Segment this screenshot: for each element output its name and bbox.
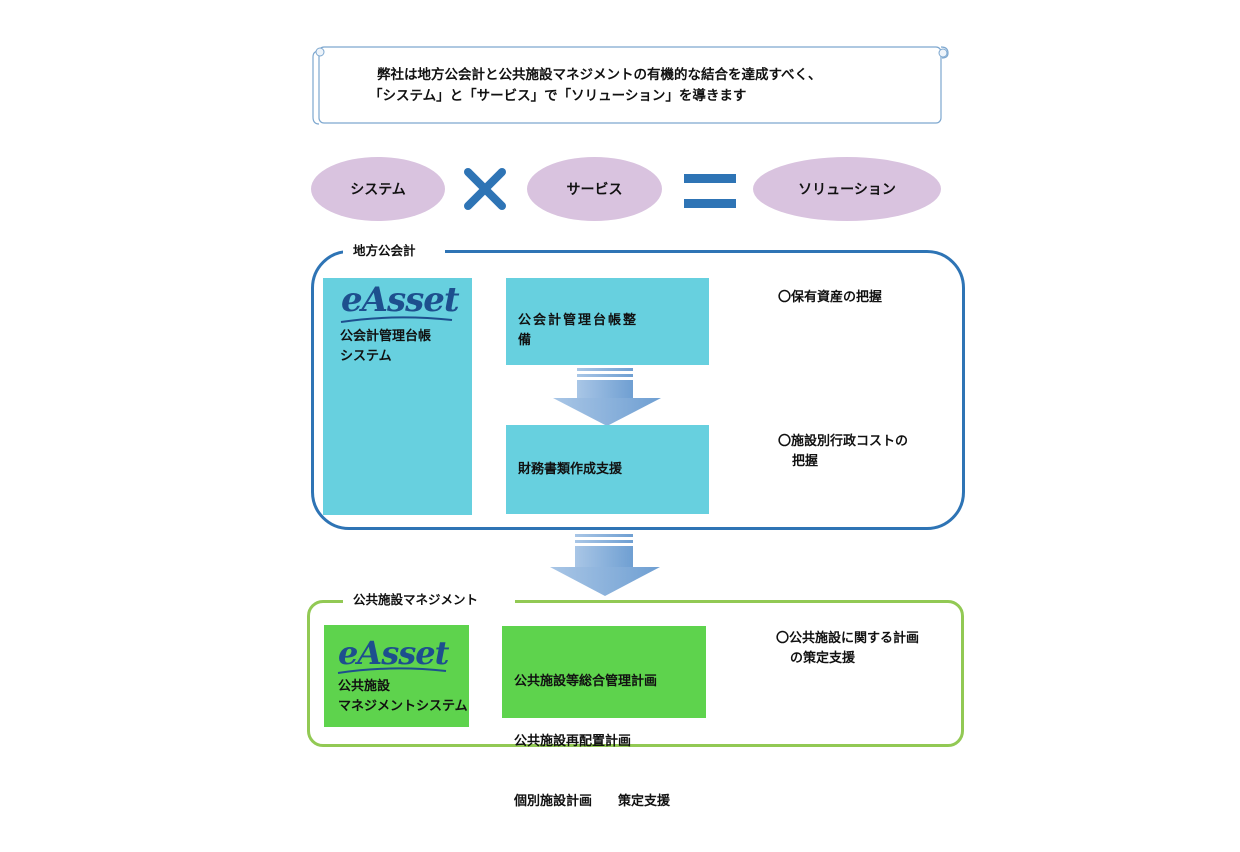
easset-facility-system-box: eAsset 公共施設 マネジメントシステム bbox=[324, 625, 469, 727]
banner-line-2: 「システム」と「サービス」で「ソリューション」を導きます bbox=[369, 88, 747, 104]
note-plan-support: 〇公共施設に関する計画 の策定支援 bbox=[776, 629, 919, 669]
facility-management-title: 公共施設マネジメント bbox=[343, 589, 515, 608]
multiply-icon bbox=[464, 168, 506, 210]
easset-accounting-system-box: eAsset 公会計管理台帳 システム bbox=[323, 278, 472, 515]
note-cost-grasp-line-2: 把握 bbox=[792, 454, 819, 469]
ledger-setup-box: 公会計管理台帳整 備 bbox=[506, 278, 709, 365]
facility-plan-1: 公共施設等総合管理計画 bbox=[514, 674, 658, 689]
oval-service: サービス bbox=[527, 157, 662, 221]
financial-statements-box: 財務書類作成支援 bbox=[506, 425, 709, 514]
note-cost-grasp: 〇施設別行政コストの 把握 bbox=[778, 432, 908, 472]
easset-logo: eAsset bbox=[338, 634, 449, 672]
ledger-setup-label-2: 備 bbox=[518, 333, 534, 348]
facility-plans-box: 公共施設等総合管理計画 公共施設再配置計画 個別施設計画 策定支援 bbox=[502, 626, 706, 809]
ledger-setup-label-1: 公会計管理台帳整 bbox=[518, 313, 639, 328]
accounting-system-label-2: システム bbox=[340, 349, 392, 364]
equals-icon bbox=[684, 174, 736, 208]
oval-system-label: システム bbox=[350, 182, 406, 198]
public-accounting-group bbox=[311, 250, 965, 530]
facility-plan-2: 公共施設再配置計画 bbox=[514, 734, 632, 749]
oval-service-label: サービス bbox=[566, 182, 623, 198]
note-cost-grasp-line-1: 〇施設別行政コストの bbox=[778, 434, 909, 449]
facility-system-label-2: マネジメントシステム bbox=[338, 699, 468, 714]
oval-solution-label: ソリューション bbox=[798, 182, 896, 198]
intro-banner: 弊社は地方公会計と公共施設マネジメントの有機的な結合を達成すべく、 「システム」… bbox=[311, 45, 950, 125]
oval-solution: ソリューション bbox=[753, 157, 941, 221]
note-asset-grasp: 〇保有資産の把握 bbox=[778, 290, 883, 305]
down-arrow-between-groups-icon bbox=[550, 534, 660, 596]
down-arrow-icon bbox=[553, 368, 661, 426]
facility-management-group bbox=[307, 600, 964, 747]
facility-plan-3: 個別施設計画 策定支援 bbox=[514, 794, 671, 809]
scroll-shape bbox=[312, 46, 949, 125]
logo-swoosh bbox=[340, 316, 453, 323]
banner-line-1: 弊社は地方公会計と公共施設マネジメントの有機的な結合を達成すべく、 bbox=[377, 67, 822, 83]
note-plan-support-line-2: の策定支援 bbox=[790, 651, 856, 666]
logo-swoosh bbox=[337, 667, 447, 674]
oval-system: システム bbox=[311, 157, 445, 221]
note-plan-support-line-1: 〇公共施設に関する計画 bbox=[776, 631, 920, 646]
public-accounting-title: 地方公会計 bbox=[343, 240, 445, 259]
facility-system-label-1: 公共施設 bbox=[338, 679, 391, 694]
easset-logo: eAsset bbox=[341, 280, 460, 320]
financial-statements-label: 財務書類作成支援 bbox=[518, 462, 623, 477]
accounting-system-label-1: 公会計管理台帳 bbox=[340, 329, 432, 344]
